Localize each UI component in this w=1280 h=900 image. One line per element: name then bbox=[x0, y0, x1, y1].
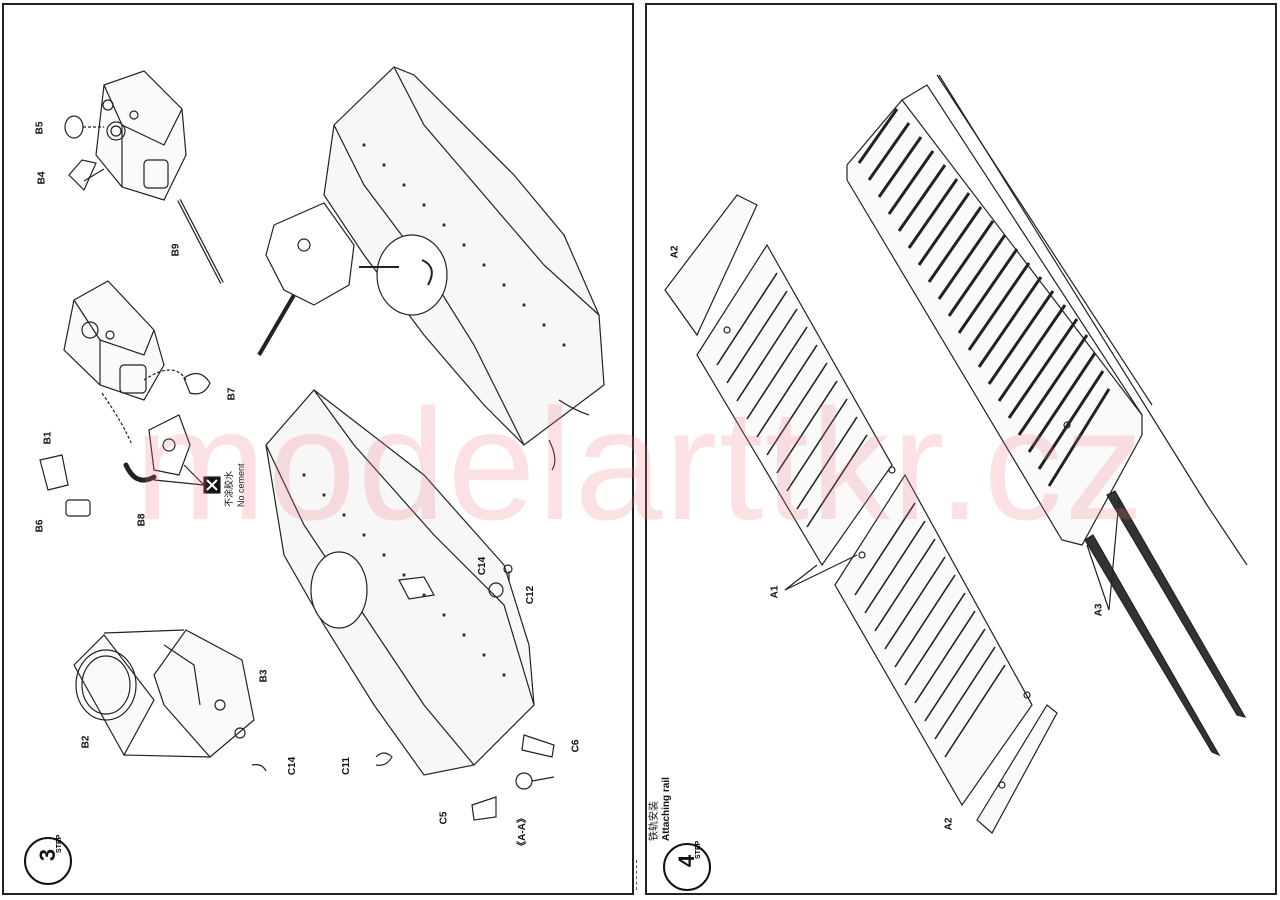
ramp-section-lower bbox=[834, 473, 1058, 834]
part-label-a1: A1 bbox=[769, 585, 781, 599]
turret-assembly-middle bbox=[39, 280, 211, 517]
part-label-c11: C11 bbox=[340, 757, 352, 775]
step-word: STEP bbox=[56, 834, 63, 853]
part-label-b3: B3 bbox=[258, 669, 270, 683]
part-label-c6: C6 bbox=[570, 739, 582, 753]
instruction-page-step-4: A2 A1 A3 A2 铁轨安装 Attaching rail 4 STEP bbox=[645, 3, 1277, 895]
part-label-b9: B9 bbox=[170, 243, 182, 257]
part-label-c12: C12 bbox=[525, 585, 537, 605]
part-label-b7: B7 bbox=[226, 387, 238, 401]
part-label-a3: A3 bbox=[1093, 603, 1105, 617]
part-label-b8: B8 bbox=[136, 513, 148, 527]
step-4-title-en: Attaching rail bbox=[661, 777, 672, 841]
part-label-b6: B6 bbox=[34, 519, 46, 533]
part-label-b4: B4 bbox=[36, 171, 48, 185]
part-label-b5: B5 bbox=[34, 121, 46, 135]
no-cement-label-en: No cement bbox=[236, 463, 246, 507]
turret-ring-assembly bbox=[73, 629, 267, 772]
page-divider bbox=[636, 860, 639, 890]
armored-car-lower bbox=[265, 389, 555, 821]
part-label-a-a: 《A-A》 bbox=[516, 813, 528, 851]
step-4-title-cn: 铁轨安装 bbox=[649, 801, 660, 841]
ramp-section-upper bbox=[664, 194, 893, 567]
part-label-c5: C5 bbox=[438, 811, 450, 825]
part-label-b2: B2 bbox=[80, 735, 92, 749]
part-label-c14-top: C14 bbox=[477, 556, 489, 576]
turret-assembly-top bbox=[64, 70, 224, 284]
armored-car-upper bbox=[257, 66, 605, 471]
part-label-c14-bottom: C14 bbox=[287, 756, 299, 776]
step-3-assembly-drawing bbox=[39, 66, 605, 821]
rail-pair-a3 bbox=[1084, 490, 1247, 757]
step-word: STEP bbox=[695, 840, 702, 859]
no-cement-label-cn: 不涂胶水 bbox=[224, 470, 234, 507]
part-label-b1: B1 bbox=[42, 431, 54, 445]
rail-deck-long bbox=[846, 74, 1153, 546]
part-label-a2-top: A2 bbox=[669, 245, 681, 259]
rivet-pattern bbox=[302, 143, 566, 677]
step-4-rail-drawing bbox=[664, 74, 1248, 834]
step-4-badge: 4 STEP bbox=[663, 840, 711, 891]
step-3-badge: 3 STEP bbox=[24, 834, 72, 885]
instruction-page-step-3: B5 B4 B9 B7 B1 B6 B8 B3 B2 C14 C12 C14 C… bbox=[2, 3, 634, 895]
part-label-a2-bottom: A2 bbox=[943, 817, 955, 831]
